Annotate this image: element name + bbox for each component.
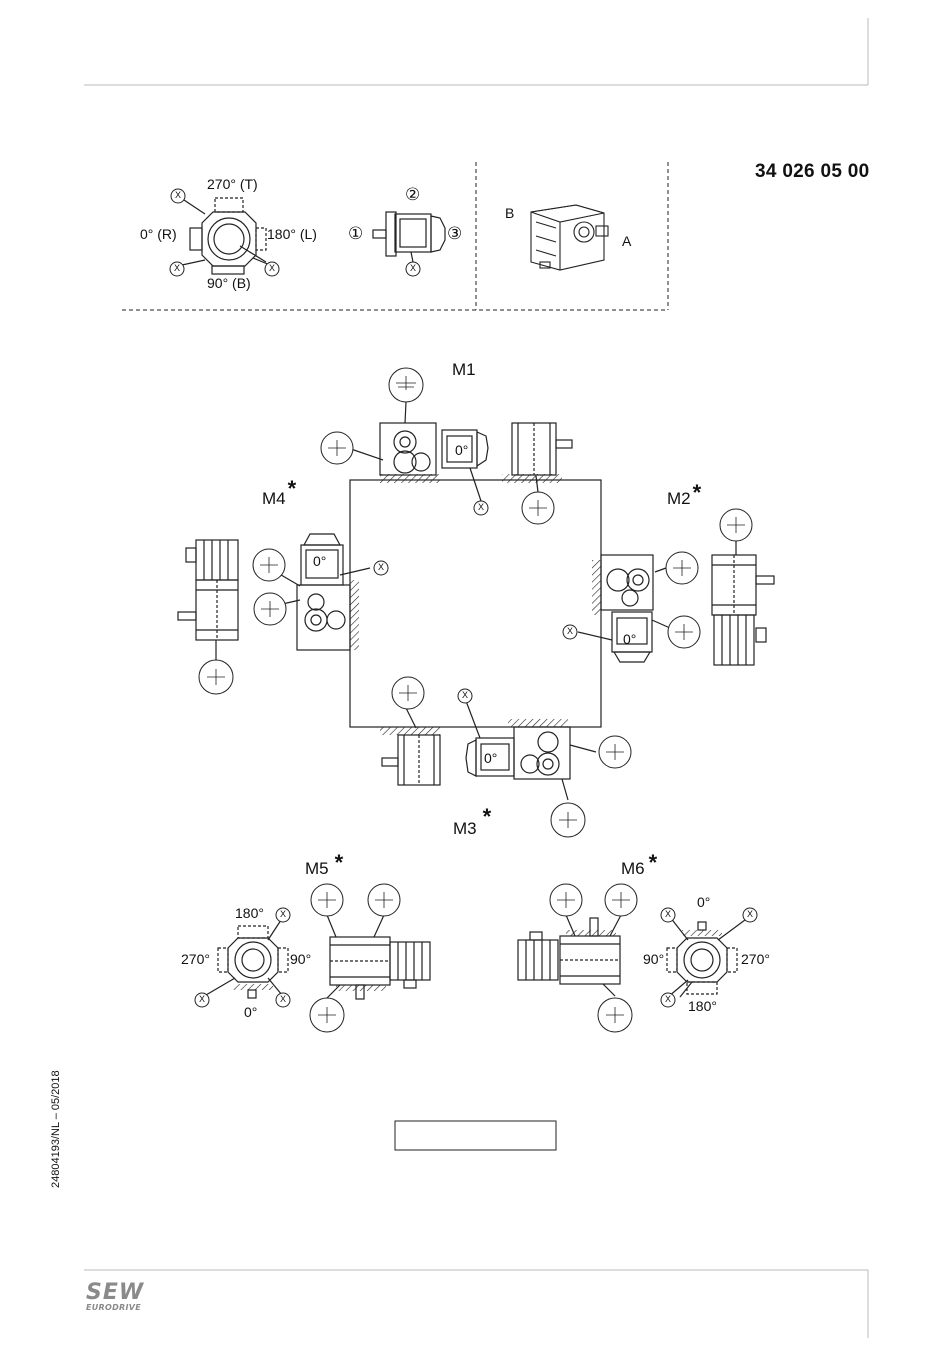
m3-star: *: [483, 804, 492, 829]
x-marker: X: [175, 190, 181, 200]
m6-assembly: [518, 915, 749, 997]
position-m3-label: M3*: [453, 814, 491, 840]
m5-angle-bottom: 0°: [244, 1004, 257, 1020]
x-marker: X: [199, 994, 205, 1004]
position-1-label: ①: [348, 224, 363, 244]
m6-angle-top: 0°: [697, 894, 710, 910]
x-marker: X: [174, 263, 180, 273]
logo-brand: SEW: [86, 1283, 144, 1303]
angle-left-label: 0° (R): [140, 226, 177, 242]
central-mounting-square: [350, 480, 601, 727]
sew-eurodrive-logo: SEW EURODRIVE: [86, 1283, 144, 1312]
position-3-label: ③: [447, 224, 462, 244]
m5-angle-top: 180°: [235, 905, 264, 921]
m5-angle-left: 270°: [181, 951, 210, 967]
x-marker: X: [665, 909, 671, 919]
m4-star: *: [288, 476, 297, 501]
vent-symbol-glyphs: [207, 376, 745, 1023]
x-marker: X: [462, 690, 468, 700]
document-number: 34 026 05 00: [755, 161, 870, 183]
position-m1-label: M1: [452, 360, 476, 380]
m6-star: *: [649, 850, 658, 875]
m6-angle-left: 90°: [643, 951, 664, 967]
x-marker: X: [665, 994, 671, 1004]
side-b-label: B: [505, 205, 514, 221]
x-marker: X: [410, 263, 416, 273]
logo-sub: EURODRIVE: [86, 1303, 144, 1312]
m6-angle-bottom: 180°: [688, 998, 717, 1014]
m5-star: *: [335, 850, 344, 875]
terminal-box-angle-diagram: [182, 198, 270, 274]
angle-top-label: 270° (T): [207, 176, 258, 192]
position-m6-label: M6*: [621, 854, 657, 880]
gear-unit-3d-sketch: [531, 205, 608, 270]
motor-angle-m3: 0°: [484, 750, 497, 766]
m5-assembly: [206, 915, 430, 999]
motor-angle-m4: 0°: [313, 553, 326, 569]
x-marker: X: [747, 909, 753, 919]
m5-angle-right: 90°: [290, 951, 311, 967]
m2-star: *: [693, 480, 702, 505]
x-marker: X: [280, 994, 286, 1004]
position-m5-label: M5*: [305, 854, 343, 880]
side-reference: 24804193/NL – 05/2018: [50, 1070, 62, 1188]
motor-angle-m1: 0°: [455, 442, 468, 458]
x-marker: X: [269, 263, 275, 273]
angle-bottom-label: 90° (B): [207, 275, 251, 291]
position-side-view: [373, 212, 445, 262]
position-2-label: ②: [405, 185, 420, 205]
m6-angle-right: 270°: [741, 951, 770, 967]
position-m2-label: M2*: [667, 484, 701, 510]
x-marker: X: [567, 626, 573, 636]
motor-angle-m2: 0°: [623, 631, 636, 647]
side-a-label: A: [622, 233, 631, 249]
x-marker: X: [280, 909, 286, 919]
x-marker: X: [478, 502, 484, 512]
position-m4-label: M4*: [262, 484, 296, 510]
reference-box: [395, 1121, 556, 1150]
angle-right-label: 180° (L): [267, 226, 317, 242]
x-marker: X: [378, 562, 384, 572]
